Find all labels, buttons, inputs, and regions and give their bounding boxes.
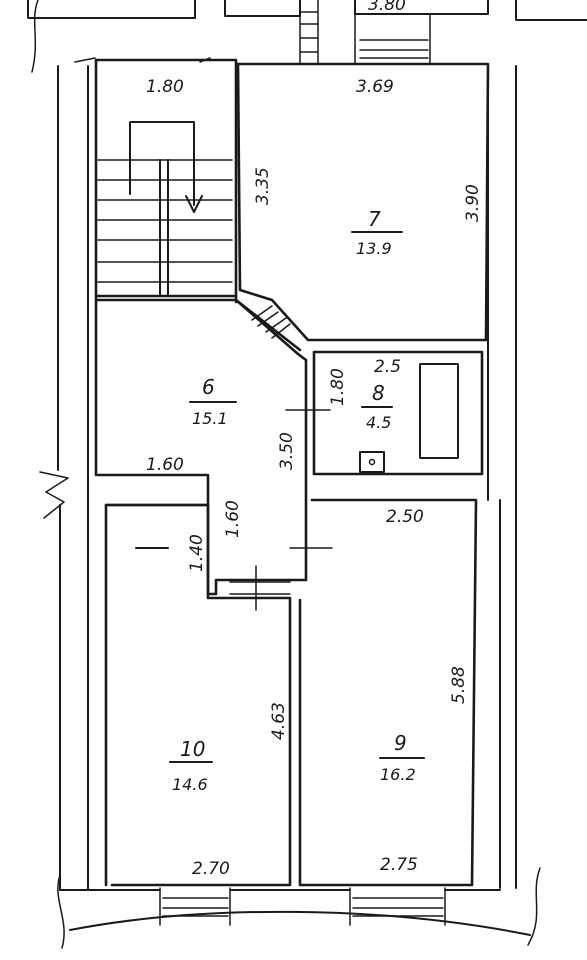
- dim-hall-left: 1.60: [146, 455, 184, 475]
- stairwell: [94, 58, 238, 477]
- room-8: [285, 350, 484, 476]
- dim-room9-bottom: 2.75: [380, 855, 418, 875]
- room-10-number: 10: [180, 737, 205, 761]
- room-10-area: 14.6: [172, 775, 208, 794]
- dim-room7-right: 3.90: [463, 184, 483, 222]
- dim-room10-right: 4.63: [269, 702, 289, 740]
- room-6-area: 15.1: [192, 409, 228, 428]
- room-9-area: 16.2: [380, 765, 416, 784]
- dim-room8-top: 2.5: [374, 357, 401, 377]
- dim-room10-niche: 1.40: [187, 534, 207, 572]
- dim-corridor: 1.60: [223, 500, 243, 538]
- room-7-number: 7: [368, 207, 381, 231]
- room-9: [289, 498, 478, 887]
- dim-room10-bottom: 2.70: [192, 859, 230, 879]
- room-10: [104, 503, 292, 887]
- room-8-area: 4.5: [366, 413, 391, 432]
- dim-hall-right: 3.50: [277, 432, 297, 470]
- room-8-number: 8: [372, 381, 385, 405]
- dim-room7-top: 3.69: [356, 77, 394, 97]
- dim-room7-left: 3.35: [253, 167, 273, 205]
- room-7: [236, 62, 490, 342]
- dim-top-edge: 3.80: [368, 0, 406, 15]
- labels: 3.80 1.80 3.69 3.35 3.90 7 13.9 6 15.1 2…: [146, 0, 483, 879]
- room-9-number: 9: [394, 731, 407, 755]
- dim-room9-right: 5.88: [449, 666, 469, 704]
- room-6-number: 6: [202, 375, 215, 399]
- dim-room9-top: 2.50: [386, 507, 424, 527]
- room-7-area: 13.9: [356, 239, 392, 258]
- dim-room8-left: 1.80: [328, 368, 348, 406]
- dim-stair-width: 1.80: [146, 77, 184, 97]
